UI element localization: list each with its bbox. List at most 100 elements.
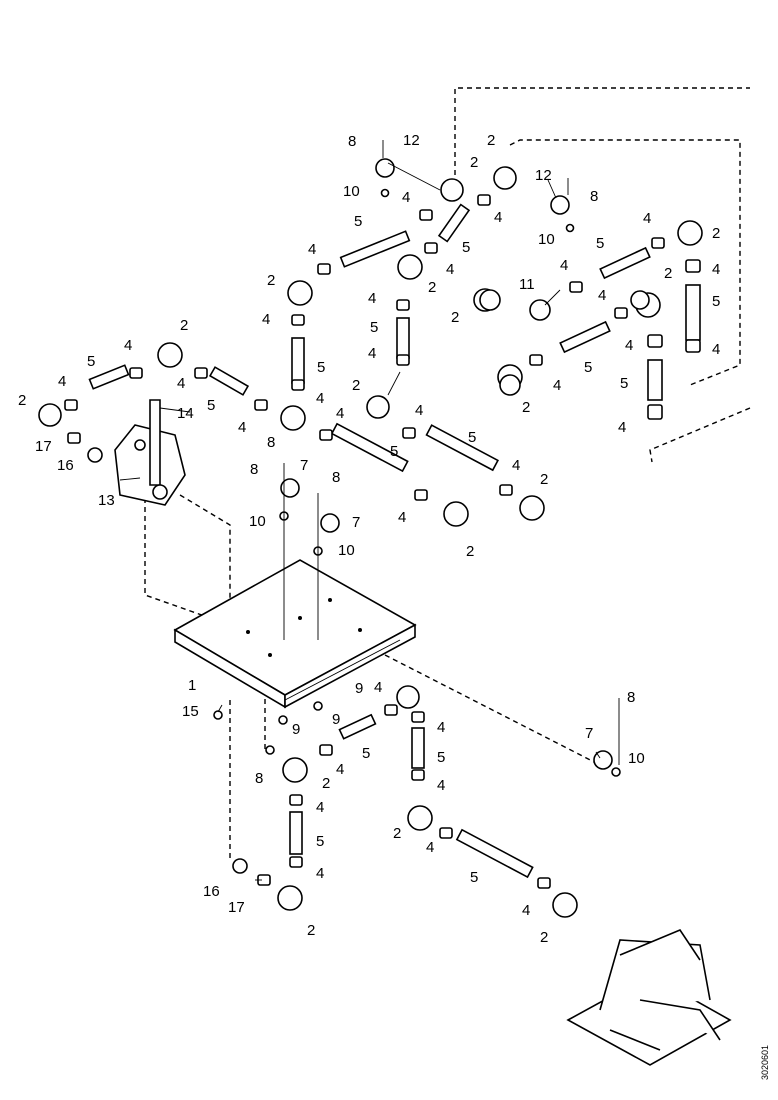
couplers xyxy=(64,194,701,889)
callout-2: 2 xyxy=(470,154,478,171)
routing-lines xyxy=(144,87,751,860)
callout-4: 4 xyxy=(124,337,132,354)
callout-7: 7 xyxy=(352,514,360,531)
callout-16: 16 xyxy=(203,883,220,900)
callout-12: 12 xyxy=(535,167,552,184)
callout-4: 4 xyxy=(374,679,382,696)
callout-4: 4 xyxy=(238,419,246,436)
callout-labels: 1 2 2 2 2 2 2 2 2 2 2 2 2 2 2 2 2 2 4 4 … xyxy=(18,132,720,946)
callout-17: 17 xyxy=(35,438,52,455)
callout-4: 4 xyxy=(426,839,434,856)
assembly-thumbnail xyxy=(566,929,732,1066)
callout-4: 4 xyxy=(402,189,410,206)
callout-17: 17 xyxy=(228,899,245,916)
callout-2: 2 xyxy=(18,392,26,409)
callout-10: 10 xyxy=(343,183,360,200)
callout-4: 4 xyxy=(446,261,454,278)
callout-2: 2 xyxy=(267,272,275,289)
callout-5: 5 xyxy=(468,429,476,446)
callout-9: 9 xyxy=(332,711,340,728)
callout-5: 5 xyxy=(596,235,604,252)
callout-4: 4 xyxy=(415,402,423,419)
callout-13: 13 xyxy=(98,492,115,509)
callout-7: 7 xyxy=(585,725,593,742)
callout-5: 5 xyxy=(620,375,628,392)
callout-2: 2 xyxy=(307,922,315,939)
callout-4: 4 xyxy=(316,390,324,407)
callout-9: 9 xyxy=(355,680,363,697)
callout-2: 2 xyxy=(352,377,360,394)
callout-5: 5 xyxy=(462,239,470,256)
callout-4: 4 xyxy=(712,341,720,358)
hoses xyxy=(88,203,701,879)
callout-2: 2 xyxy=(180,317,188,334)
callout-5: 5 xyxy=(712,293,720,310)
callout-5: 5 xyxy=(370,319,378,336)
callout-2: 2 xyxy=(393,825,401,842)
figure-id: 3020601 xyxy=(760,1045,770,1080)
clamps-screws-washers xyxy=(87,140,621,874)
valve-assembly xyxy=(114,399,191,506)
callout-8: 8 xyxy=(590,188,598,205)
callout-5: 5 xyxy=(317,359,325,376)
callout-2: 2 xyxy=(466,543,474,560)
callout-2: 2 xyxy=(451,309,459,326)
callout-11: 11 xyxy=(519,276,535,293)
callout-5: 5 xyxy=(354,213,362,230)
callout-4: 4 xyxy=(308,241,316,258)
callout-7: 7 xyxy=(300,457,308,474)
callout-4: 4 xyxy=(336,405,344,422)
callout-14: 14 xyxy=(177,405,194,422)
callout-4: 4 xyxy=(58,373,66,390)
callout-2: 2 xyxy=(712,225,720,242)
callout-4: 4 xyxy=(437,777,445,794)
callout-4: 4 xyxy=(336,761,344,778)
callout-1: 1 xyxy=(188,677,196,694)
callout-4: 4 xyxy=(712,261,720,278)
callout-2: 2 xyxy=(428,279,436,296)
callout-4: 4 xyxy=(437,719,445,736)
callout-4: 4 xyxy=(560,257,568,274)
callout-16: 16 xyxy=(57,457,74,474)
base-plate xyxy=(173,559,417,709)
callout-5: 5 xyxy=(362,745,370,762)
callout-5: 5 xyxy=(470,869,478,886)
callout-10: 10 xyxy=(538,231,555,248)
callout-8: 8 xyxy=(250,461,258,478)
callout-4: 4 xyxy=(368,345,376,362)
elbows xyxy=(38,166,703,918)
callout-5: 5 xyxy=(316,833,324,850)
callout-4: 4 xyxy=(522,902,530,919)
callout-4: 4 xyxy=(316,799,324,816)
loose-fittings xyxy=(479,289,650,396)
callout-5: 5 xyxy=(207,397,215,414)
callout-8: 8 xyxy=(267,434,275,451)
callout-2: 2 xyxy=(540,471,548,488)
callout-9: 9 xyxy=(292,721,300,738)
callout-8: 8 xyxy=(332,469,340,486)
callout-4: 4 xyxy=(368,290,376,307)
callout-4: 4 xyxy=(177,375,185,392)
callout-4: 4 xyxy=(398,509,406,526)
callout-8: 8 xyxy=(255,770,263,787)
callout-4: 4 xyxy=(643,210,651,227)
callout-5: 5 xyxy=(584,359,592,376)
callout-5: 5 xyxy=(390,443,398,460)
callout-12: 12 xyxy=(403,132,420,149)
callout-2: 2 xyxy=(522,399,530,416)
callout-4: 4 xyxy=(553,377,561,394)
callout-4: 4 xyxy=(625,337,633,354)
callout-4: 4 xyxy=(316,865,324,882)
callout-4: 4 xyxy=(262,311,270,328)
callout-8: 8 xyxy=(348,133,356,150)
callout-2: 2 xyxy=(322,775,330,792)
callout-5: 5 xyxy=(437,749,445,766)
callout-2: 2 xyxy=(664,265,672,282)
leader-lines xyxy=(119,162,601,881)
callout-2: 2 xyxy=(487,132,495,149)
callout-4: 4 xyxy=(494,209,502,226)
callout-4: 4 xyxy=(512,457,520,474)
callout-10: 10 xyxy=(628,750,645,767)
callout-4: 4 xyxy=(618,419,626,436)
